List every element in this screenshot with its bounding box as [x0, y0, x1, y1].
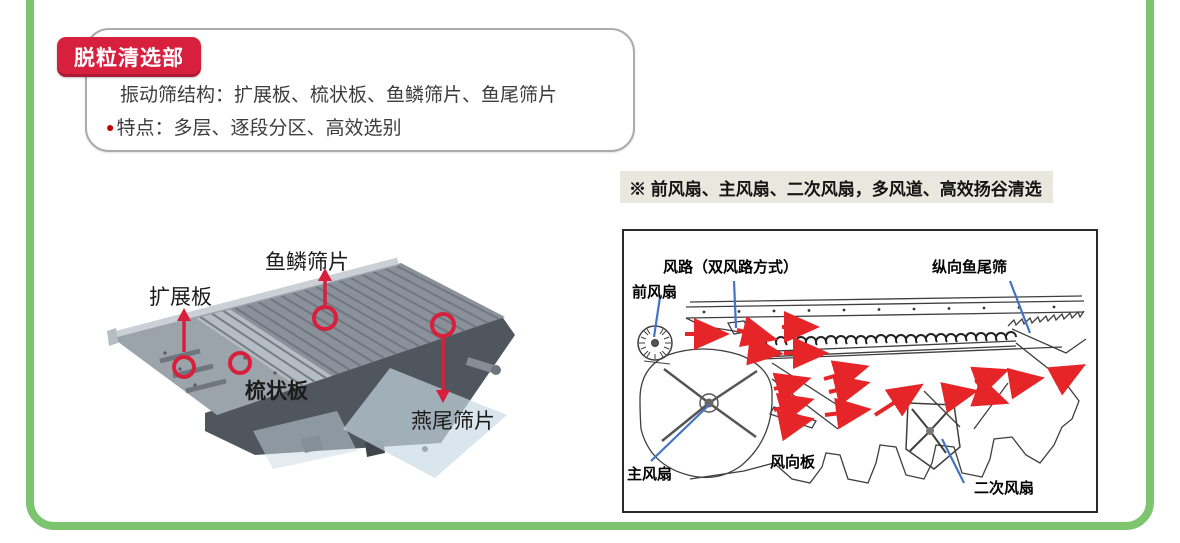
secondary-fan-shape	[905, 402, 961, 470]
label-extension-plate: 扩展板	[149, 286, 212, 309]
section-badge: 脱粒清选部	[57, 37, 201, 77]
fan-note-bar: ※ 前风扇、主风扇、二次风扇，多风道、高效扬谷清选	[620, 171, 1053, 203]
label-fish-scale-sieve: 鱼鳞筛片	[265, 251, 349, 274]
main-fan-shape	[661, 368, 758, 442]
label-secondary-fan: 二次风扇	[974, 480, 1035, 497]
structure-line: 振动筛结构：扩展板、梳状板、鱼鳞筛片、鱼尾筛片	[120, 85, 558, 106]
label-comb-plate: 梳状板	[245, 380, 308, 403]
label-wind-deflector: 风向板	[770, 454, 816, 471]
label-longitudinal-fishtail-sieve: 纵向鱼尾筛	[932, 259, 1008, 276]
airflow-figure: 风路（双风路方式） 纵向鱼尾筛 前风扇 主风扇 风向板 二次风扇	[622, 229, 1098, 513]
leader-lines	[650, 280, 1032, 484]
airflow-diagram	[637, 280, 1087, 484]
fan-note-text: ※ 前风扇、主风扇、二次风扇，多风道、高效扬谷清选	[629, 179, 1042, 199]
label-front-fan: 前风扇	[632, 284, 678, 301]
feature-bullet: ●	[106, 119, 115, 135]
feature-text: 特点：多层、逐段分区、高效选别	[116, 118, 402, 139]
sieve-marker-arrowheads	[177, 268, 450, 403]
label-main-fan: 主风扇	[627, 466, 673, 483]
label-swallowtail-sieve: 燕尾筛片	[411, 410, 495, 433]
airflow-arrows	[685, 311, 1087, 442]
sieve-figure: 鱼鳞筛片 扩展板 梳状板 燕尾筛片	[105, 243, 525, 483]
sieve-markers	[172, 279, 456, 391]
label-air-path: 风路（双风路方式）	[663, 259, 799, 276]
front-fan-shape	[637, 325, 673, 365]
feature-line: ●特点：多层、逐段分区、高效选别	[106, 113, 401, 140]
sieve-illustration	[107, 257, 515, 478]
